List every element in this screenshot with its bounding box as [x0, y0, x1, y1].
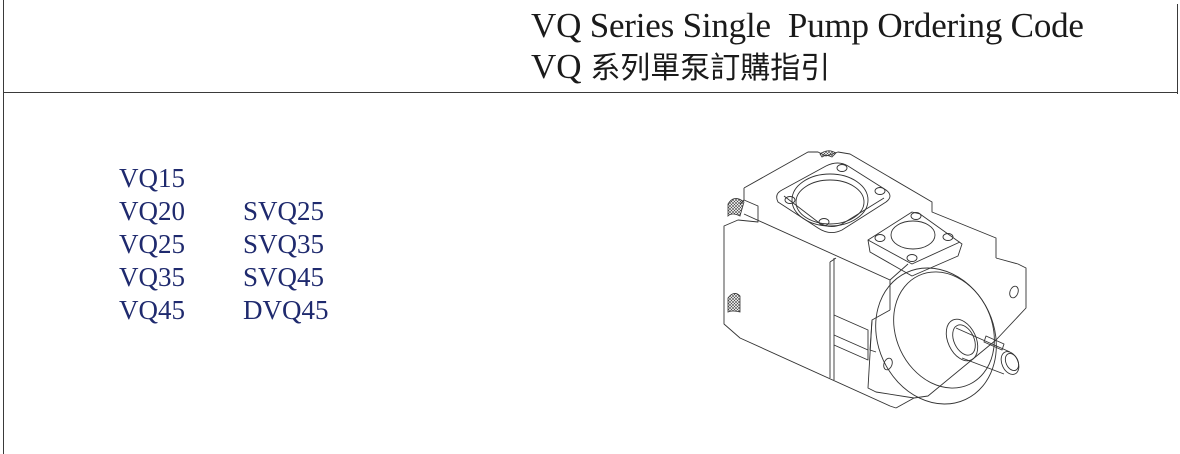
page-title-chinese: VQ 系列單泵訂購指引 [531, 47, 830, 89]
model-item: SVQ35 [243, 229, 325, 259]
model-item: VQ20 [119, 196, 185, 226]
vane-pump-drawing [723, 150, 1027, 409]
model-item: SVQ25 [243, 196, 325, 226]
page-title-english: VQ Series Single Pump Ordering Code [531, 6, 1084, 45]
title-zh-text: 系列單泵訂購指引 [590, 51, 831, 86]
model-item: DVQ45 [243, 295, 329, 325]
model-item: VQ15 [119, 163, 185, 193]
model-item: VQ25 [119, 229, 185, 259]
header-divider [3, 92, 1178, 93]
model-item: VQ45 [119, 295, 185, 325]
model-item: VQ35 [119, 262, 185, 292]
left-border-line [3, 0, 4, 454]
title-zh-prefix: VQ [531, 47, 591, 86]
model-item: SVQ45 [243, 262, 325, 292]
model-item [243, 162, 329, 195]
model-list: VQ15 VQ20 SVQ25 VQ25 SVQ35 VQ35 SVQ45 VQ… [119, 162, 329, 327]
right-border-line [1177, 4, 1178, 94]
